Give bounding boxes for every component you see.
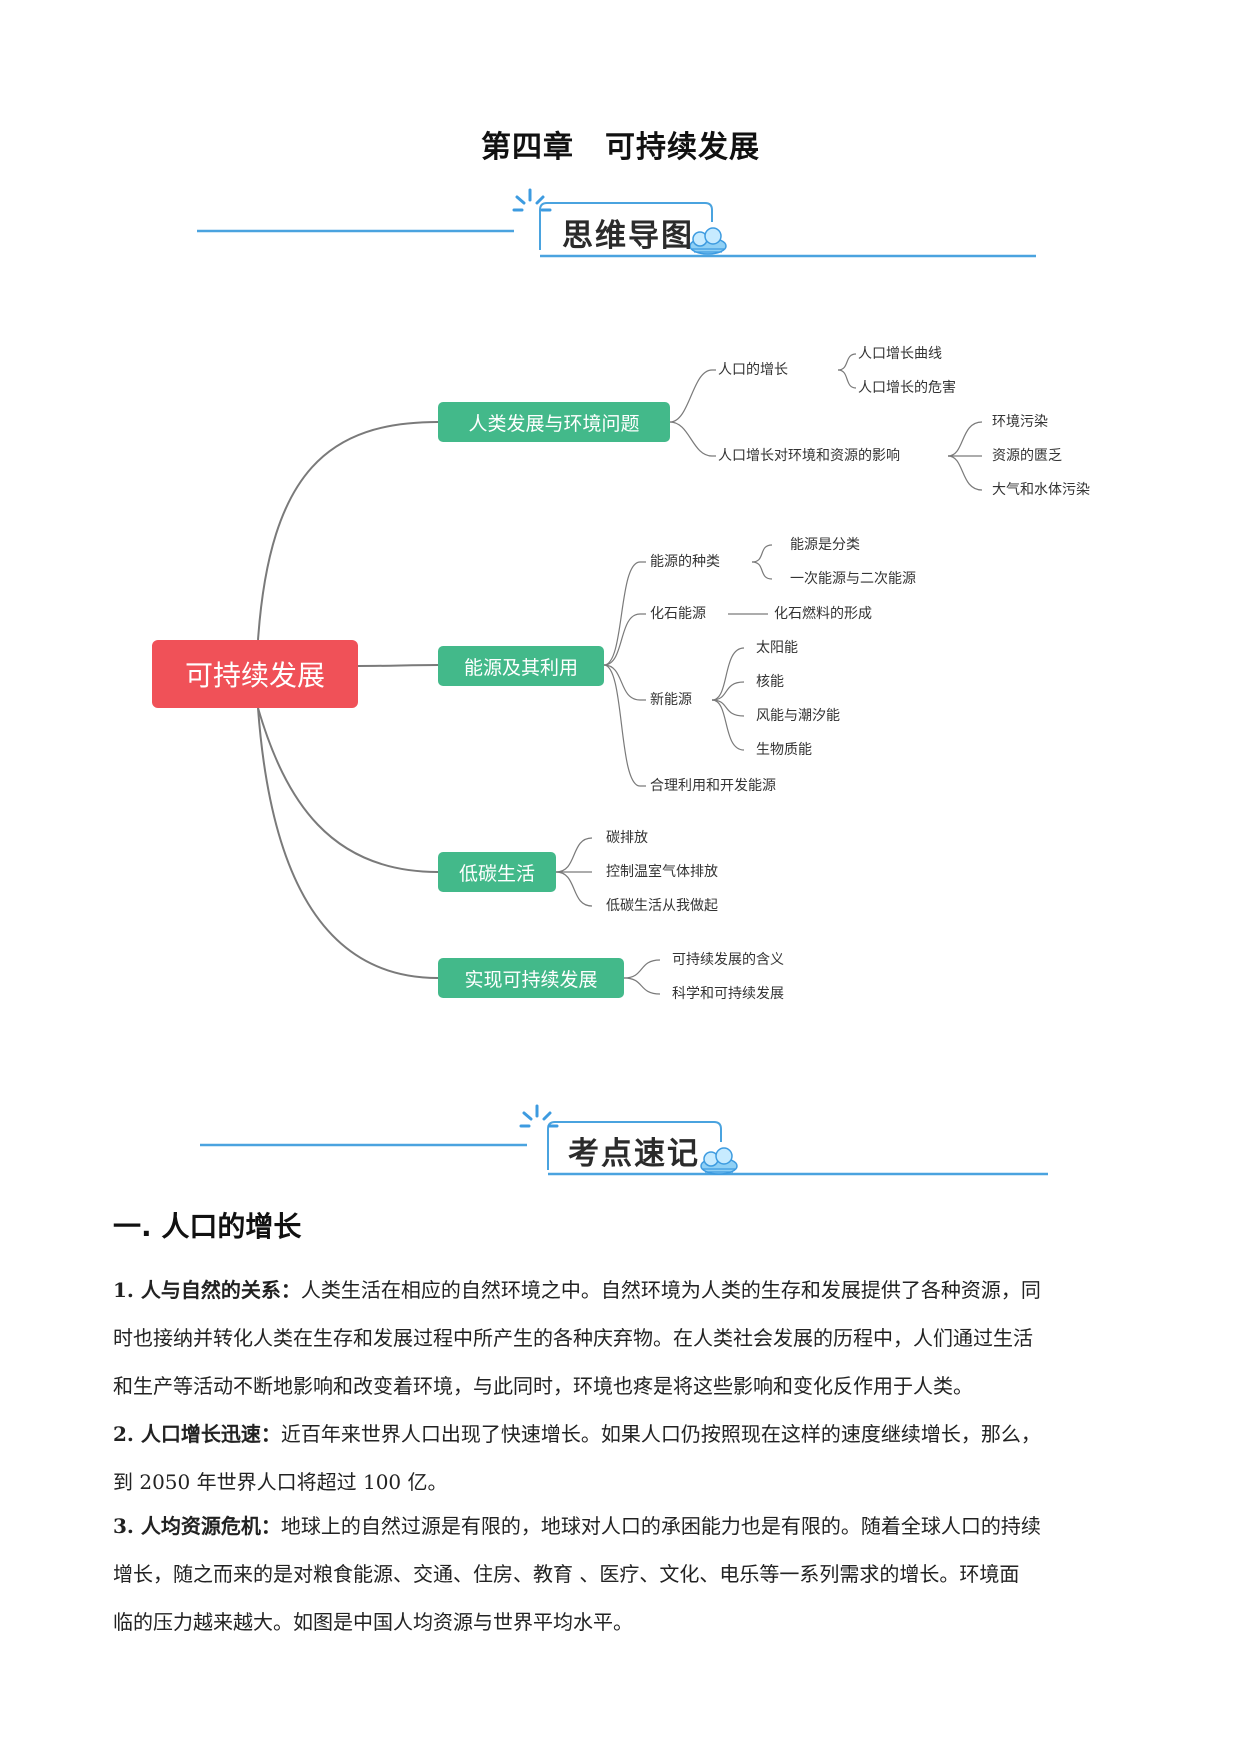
mindmap-leaf: 控制温室气体排放 bbox=[606, 864, 718, 880]
mindmap-leaf: 生物质能 bbox=[756, 742, 812, 758]
banner-decoration bbox=[200, 1104, 1048, 1176]
banner-decoration bbox=[197, 188, 1036, 258]
paragraph-line: 人类生活在相应的自然环境之中。自然环境为人类的生存和发展提供了各种资源，同 bbox=[300, 1278, 1041, 1302]
mindmap-leaf: 化石燃料的形成 bbox=[774, 606, 872, 622]
mindmap-leaf: 碳排放 bbox=[606, 830, 648, 846]
paragraph-line: 地球上的自然过源是有限的，地球对人口的承困能力也是有限的。随着全球人口的持续 bbox=[280, 1514, 1041, 1538]
mindmap-leaf: 人口增长曲线 bbox=[858, 346, 942, 362]
mindmap-leaf: 核能 bbox=[756, 674, 784, 690]
mindmap-leaf: 低碳生活从我做起 bbox=[606, 898, 718, 914]
mindmap-branch-low-carbon: 低碳生活 bbox=[438, 852, 556, 892]
keypoints-banner: 考点速记 bbox=[0, 1098, 1241, 1178]
paragraph-line: 增长，随之而来的是对粮食能源、交通、住房、教育 、医疗、文化、电乐等一系列需求的… bbox=[113, 1562, 1020, 1586]
cloud-icon bbox=[700, 1147, 738, 1175]
mindmap-leaf: 风能与潮汐能 bbox=[756, 708, 840, 724]
sparkle-icon bbox=[512, 188, 552, 212]
mindmap-leaf: 资源的匮乏 bbox=[992, 448, 1062, 464]
mindmap-node-rational-use: 合理利用和开发能源 bbox=[650, 778, 776, 794]
mindmap-banner: 思维导图 bbox=[0, 180, 1241, 260]
mindmap-leaf: 可持续发展的含义 bbox=[672, 952, 784, 968]
mindmap-leaf: 一次能源与二次能源 bbox=[790, 571, 916, 587]
mindmap-branch-energy: 能源及其利用 bbox=[438, 646, 604, 686]
mindmap-node-new-energy: 新能源 bbox=[650, 692, 692, 708]
mindmap-leaf: 人口增长的危害 bbox=[858, 380, 956, 396]
mindmap-branch-sustainable: 实现可持续发展 bbox=[438, 958, 624, 998]
paragraph-human-nature: 1. 人与自然的关系：人类生活在相应的自然环境之中。自然环境为人类的生存和发展提… bbox=[113, 1266, 1123, 1410]
mindmap-node-energy-types: 能源的种类 bbox=[650, 554, 720, 570]
mindmap-node-fossil-energy: 化石能源 bbox=[650, 606, 706, 622]
paragraph-resource-crisis: 3. 人均资源危机：地球上的自然过源是有限的，地球对人口的承困能力也是有限的。随… bbox=[113, 1502, 1123, 1646]
mindmap-leaf: 大气和水体污染 bbox=[992, 482, 1090, 498]
chapter-title: 第四章 可持续发展 bbox=[481, 130, 760, 165]
mindmap-leaf: 能源是分类 bbox=[790, 537, 860, 553]
keypoints-banner-label: 考点速记 bbox=[568, 1136, 700, 1172]
section-heading: 一. 人口的增长 bbox=[113, 1210, 302, 1243]
cloud-icon bbox=[689, 227, 727, 255]
paragraph-line: 和生产等活动不断地影响和改变着环境，与此同时，环境也疼是将这些影响和变化反作用于… bbox=[113, 1374, 973, 1398]
mindmap-root-node: 可持续发展 bbox=[152, 640, 358, 708]
mindmap-node-population-growth: 人口的增长 bbox=[718, 362, 788, 378]
mindmap-node-population-impact: 人口增长对环境和资源的影响 bbox=[718, 448, 900, 464]
paragraph-term: 3. 人均资源危机： bbox=[113, 1514, 281, 1538]
mindmap-leaf: 环境污染 bbox=[992, 414, 1048, 430]
paragraph-term: 1. 人与自然的关系： bbox=[113, 1278, 301, 1302]
paragraph-population-growth: 2. 人口增长迅速：近百年来世界人口出现了快速增长。如果人口仍按照现在这样的速度… bbox=[113, 1410, 1123, 1506]
paragraph-term: 2. 人口增长迅速： bbox=[113, 1422, 281, 1446]
paragraph-line: 到 2050 年世界人口将超过 100 亿。 bbox=[113, 1470, 448, 1494]
paragraph-line: 近百年来世界人口出现了快速增长。如果人口仍按照现在这样的速度继续增长，那么， bbox=[280, 1422, 1041, 1446]
sparkle-icon bbox=[519, 1104, 559, 1128]
paragraph-line: 临的压力越来越大。如图是中国人均资源与世界平均水平。 bbox=[113, 1610, 633, 1634]
mindmap-banner-label: 思维导图 bbox=[562, 218, 694, 254]
paragraph-line: 时也接纳并转化人类在生存和发展过程中所产生的各种庆弃物。在人类社会发展的历程中，… bbox=[113, 1326, 1033, 1350]
mindmap-leaf: 太阳能 bbox=[756, 640, 798, 656]
mindmap-branch-human-environment: 人类发展与环境问题 bbox=[438, 402, 670, 442]
mindmap-leaf: 科学和可持续发展 bbox=[672, 986, 784, 1002]
